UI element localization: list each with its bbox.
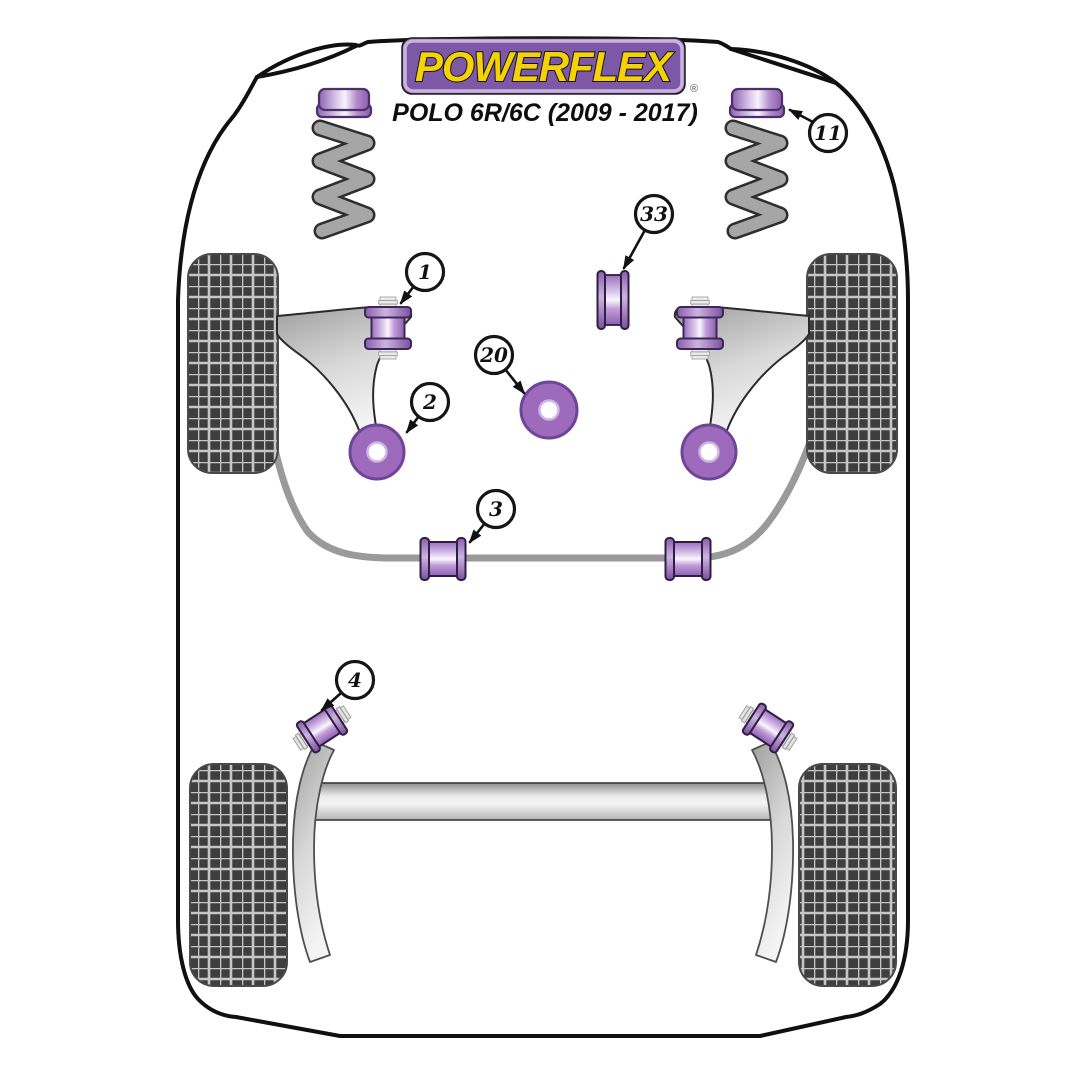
headlight-right xyxy=(729,47,838,85)
svg-text:33: 33 xyxy=(640,202,668,226)
wheel-front-left xyxy=(187,253,279,474)
front-anti-roll-bar xyxy=(264,416,822,562)
spring-top-mount-bush-front-right xyxy=(728,87,786,119)
wishbone-rear-bush-left xyxy=(348,423,406,481)
car-body-outline xyxy=(176,36,910,1038)
svg-text:1: 1 xyxy=(418,260,432,284)
callout-3[interactable]: 3 xyxy=(468,488,517,544)
svg-text:11: 11 xyxy=(814,121,842,145)
coil-spring-front-left xyxy=(311,119,376,240)
anti-roll-bar-bush-left xyxy=(419,537,467,581)
anti-roll-bar-bush-right xyxy=(664,537,712,581)
model-title: POLO 6R/6C (2009 - 2017) xyxy=(392,99,698,127)
spring-top-mount-bush-front-left xyxy=(315,87,373,119)
svg-text:20: 20 xyxy=(479,343,508,367)
callout-33[interactable]: 33 xyxy=(622,193,675,270)
callout-4[interactable]: 4 xyxy=(320,659,376,712)
callout-20[interactable]: 20 xyxy=(473,334,526,395)
bolt-ends xyxy=(378,296,398,360)
coil-spring-front-right xyxy=(724,119,789,240)
wheel-rear-left xyxy=(189,763,288,987)
engine-mount-bush-center xyxy=(519,380,579,440)
registered-trademark: ® xyxy=(690,83,698,95)
wishbone-rear-bush-right xyxy=(680,423,738,481)
brand-wordmark: POWERFLEX xyxy=(415,43,675,90)
callout-11[interactable]: 11 xyxy=(788,108,849,154)
rear-axle-beam xyxy=(299,782,787,821)
rear-beam-mount-bush-left xyxy=(292,702,352,754)
wheel-rear-right xyxy=(798,763,897,987)
powerflex-logo: POWERFLEX ® xyxy=(401,37,698,95)
svg-text:3: 3 xyxy=(489,497,503,521)
svg-text:2: 2 xyxy=(422,390,437,414)
callout-1[interactable]: 1 xyxy=(399,251,446,305)
callout-2[interactable]: 2 xyxy=(405,381,451,434)
wishbone-front-bush-right xyxy=(676,296,724,360)
callouts: 11 33 1 20 2 3 4 xyxy=(320,108,849,712)
headlight-left xyxy=(255,44,358,79)
rear-beam-mount-bush-right xyxy=(738,702,798,754)
wishbone-front-bush-left xyxy=(364,296,412,360)
svg-text:4: 4 xyxy=(348,668,362,692)
rear-trailing-arm-right xyxy=(751,741,795,963)
bolt-ends xyxy=(690,296,710,360)
rear-trailing-arm-left xyxy=(291,741,335,963)
upper-mount-bush xyxy=(596,270,630,330)
wheel-front-right xyxy=(806,253,898,474)
